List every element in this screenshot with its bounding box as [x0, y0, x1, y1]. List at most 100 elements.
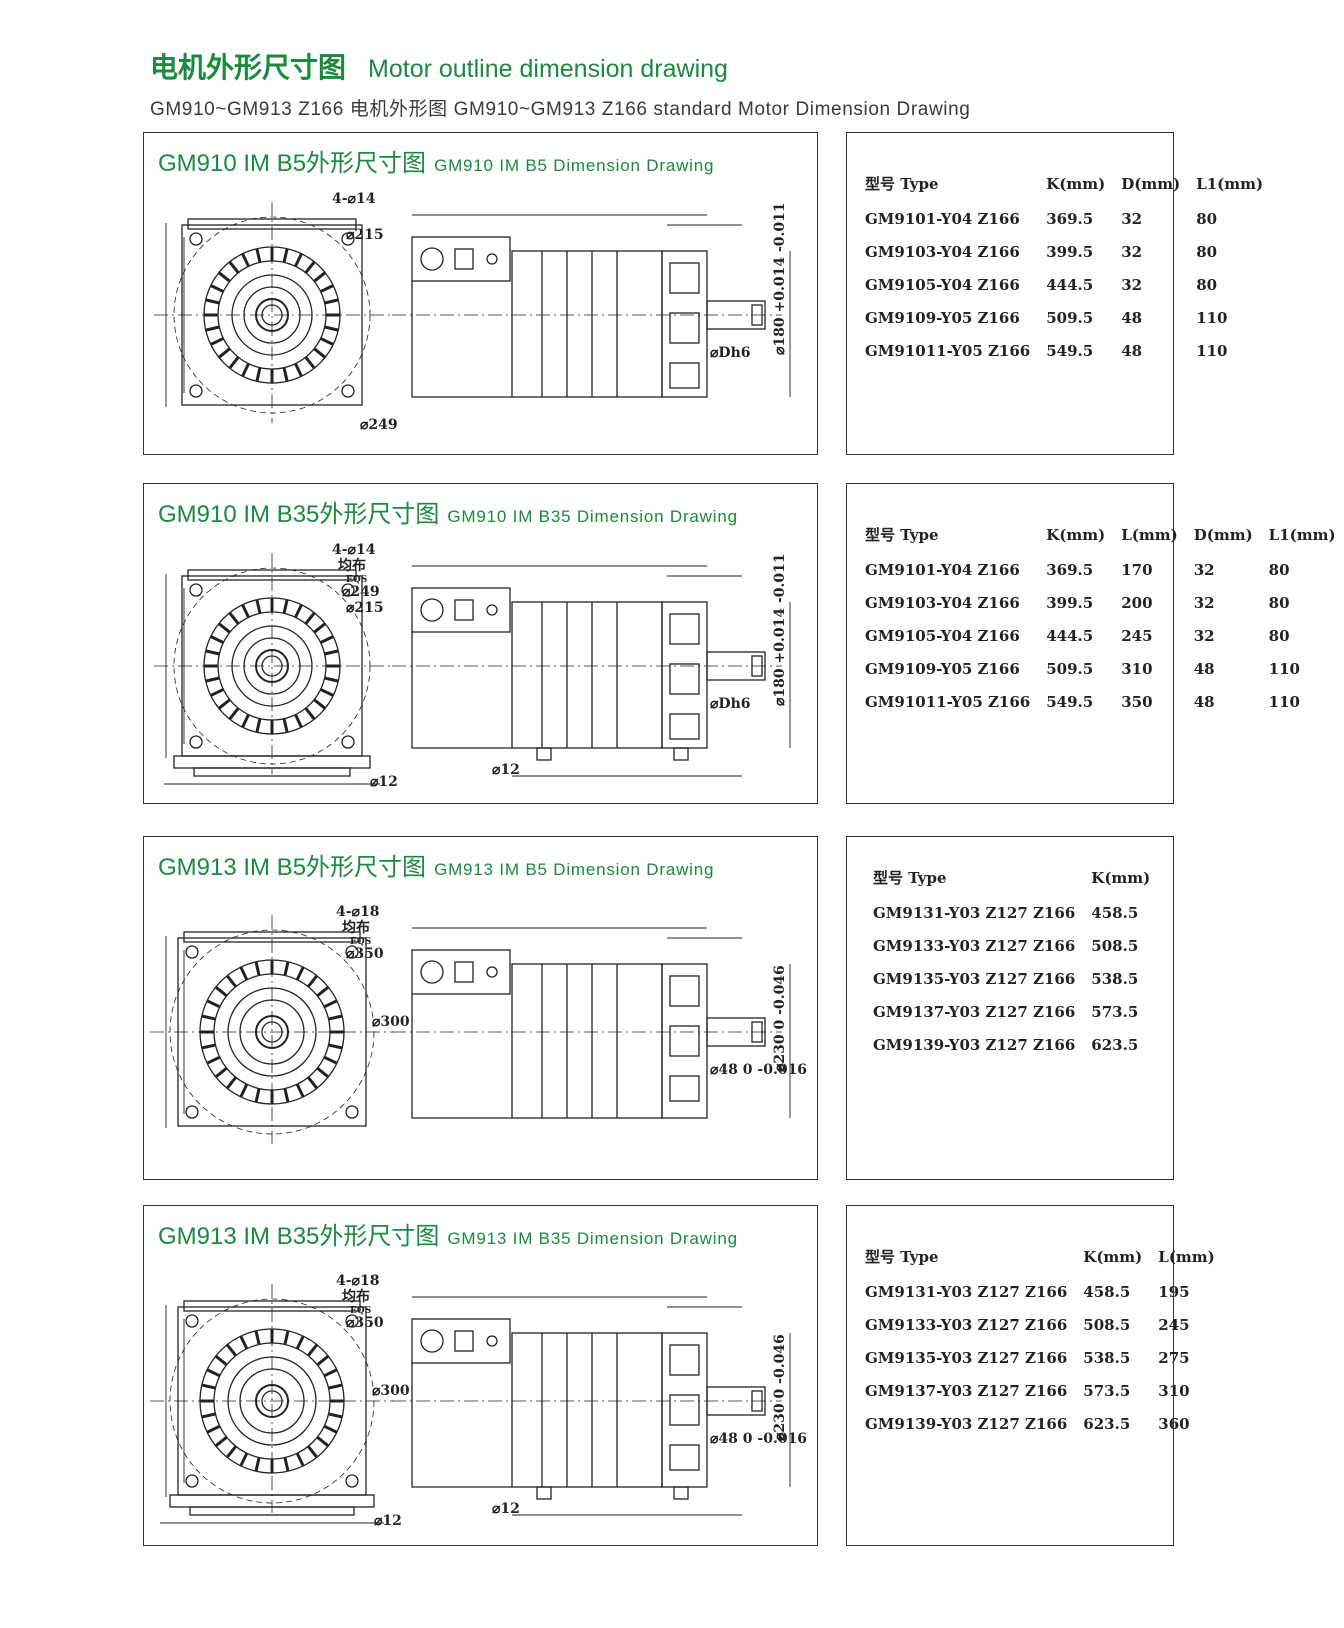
motor-drawing — [150, 1284, 791, 1524]
column-header: L1(mm) — [1196, 174, 1264, 193]
model-cell: GM9105-Y04 Z166 — [865, 627, 1020, 645]
model-cell: GM9139-Y03 Z127 Z166 — [873, 1036, 1076, 1054]
column-header: K(mm) — [1083, 1247, 1143, 1266]
value-cell: 509.5 — [1046, 660, 1094, 678]
dimension-label: ⌀12 — [492, 1501, 520, 1517]
value-cell: 110 — [1268, 693, 1300, 711]
dimension-label: ⌀300 — [372, 1383, 410, 1399]
value-cell: 310 — [1121, 660, 1153, 678]
value-cell: 623.5 — [1083, 1415, 1131, 1433]
value-cell: 573.5 — [1083, 1382, 1131, 1400]
value-cell: 508.5 — [1083, 1316, 1131, 1334]
model-cell: GM9133-Y03 Z127 Z166 — [865, 1316, 1068, 1334]
value-cell: 508.5 — [1091, 937, 1139, 955]
dimension-label: 4-⌀18 — [336, 904, 379, 920]
value-cell: 245 — [1158, 1316, 1190, 1334]
value-cell: 110 — [1268, 660, 1300, 678]
page-subtitle: GM910~GM913 Z166 电机外形图 GM910~GM913 Z166 … — [150, 99, 971, 120]
dimension-label: ⌀Dh6 — [710, 345, 751, 361]
model-cell: GM9131-Y03 Z127 Z166 — [865, 1283, 1068, 1301]
panel-title-cn: GM910 IM B5外形尺寸图 — [158, 150, 427, 177]
table-row: GM9137-Y03 Z127 Z166 573.5 — [865, 997, 1158, 1030]
panel-title-en: GM910 IM B35 Dimension Drawing — [447, 507, 738, 526]
value-cell: 48 — [1121, 309, 1143, 327]
dimension-label: EQS — [346, 575, 367, 585]
value-cell: 110 — [1196, 309, 1228, 327]
value-cell: 170 — [1121, 561, 1153, 579]
table-row: GM9137-Y03 Z127 Z166 573.5 310 — [857, 1376, 1223, 1409]
value-cell: 48 — [1193, 693, 1215, 711]
value-cell: 369.5 — [1046, 561, 1094, 579]
value-cell: 32 — [1121, 276, 1143, 294]
value-cell: 369.5 — [1046, 210, 1094, 228]
value-cell: 573.5 — [1091, 1003, 1139, 1021]
value-cell: 444.5 — [1046, 627, 1094, 645]
value-cell: 80 — [1268, 561, 1290, 579]
value-cell: 623.5 — [1091, 1036, 1139, 1054]
dimension-label: ⌀12 — [492, 762, 520, 778]
value-cell: 245 — [1121, 627, 1153, 645]
dimension-label: ⌀350 — [346, 946, 384, 962]
value-cell: 32 — [1121, 210, 1143, 228]
value-cell: 360 — [1158, 1415, 1190, 1433]
dimension-label: EQS — [350, 1306, 371, 1316]
column-header: D(mm) — [1121, 174, 1181, 193]
dimension-label: 4-⌀18 — [336, 1273, 379, 1289]
dimension-label: ⌀Dh6 — [710, 696, 751, 712]
value-cell: 195 — [1158, 1283, 1190, 1301]
motor-drawing — [154, 553, 791, 785]
value-cell: 399.5 — [1046, 243, 1094, 261]
model-cell: GM9101-Y04 Z166 — [865, 561, 1020, 579]
page-title-en: Motor outline dimension drawing — [368, 55, 728, 83]
value-cell: 80 — [1196, 276, 1218, 294]
table-row: GM9139-Y03 Z127 Z166 623.5 360 — [857, 1409, 1223, 1442]
page-title-cn: 电机外形尺寸图 — [150, 51, 347, 84]
value-cell: 32 — [1121, 243, 1143, 261]
model-cell: GM9103-Y04 Z166 — [865, 594, 1020, 612]
panel-title-en: GM913 IM B35 Dimension Drawing — [447, 1229, 738, 1248]
dimension-label: ⌀230 0 -0.046 — [772, 1334, 788, 1441]
value-cell: 549.5 — [1046, 342, 1094, 360]
dimension-label: ⌀180 +0.014 -0.011 — [772, 553, 788, 706]
value-cell: 538.5 — [1083, 1349, 1131, 1367]
model-cell: GM9137-Y03 Z127 Z166 — [865, 1382, 1068, 1400]
value-cell: 80 — [1268, 627, 1290, 645]
dimension-label: 4-⌀14 — [332, 542, 376, 558]
model-cell: GM91011-Y05 Z166 — [865, 342, 1031, 360]
model-cell: GM9137-Y03 Z127 Z166 — [873, 1003, 1076, 1021]
model-cell: GM9135-Y03 Z127 Z166 — [873, 970, 1076, 988]
value-cell: 80 — [1268, 594, 1290, 612]
column-header: 型号 Type — [873, 869, 947, 887]
value-cell: 444.5 — [1046, 276, 1094, 294]
value-cell: 549.5 — [1046, 693, 1094, 711]
value-cell: 80 — [1196, 210, 1218, 228]
value-cell: 275 — [1158, 1349, 1190, 1367]
dimension-label: ⌀230 0 -0.046 — [772, 965, 788, 1072]
value-cell: 310 — [1158, 1382, 1190, 1400]
model-cell: GM9139-Y03 Z127 Z166 — [865, 1415, 1068, 1433]
column-header: L1(mm) — [1268, 525, 1336, 544]
value-cell: 32 — [1193, 594, 1215, 612]
dimension-label: 均布 — [338, 557, 366, 574]
